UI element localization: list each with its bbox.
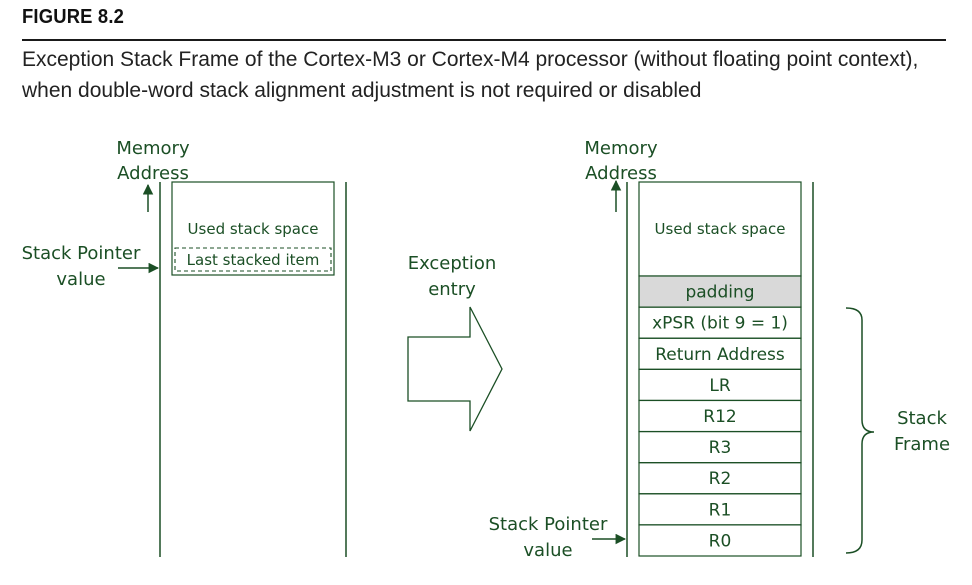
stack-cell-label-5: R3 xyxy=(709,438,732,458)
left-used-stack-block xyxy=(171,181,335,276)
left-address-label: Address xyxy=(117,163,189,184)
right-sp-label: Stack Pointer xyxy=(489,514,608,535)
stack-cell-label-8: R0 xyxy=(709,531,732,551)
left-used-stack-label: Used stack space xyxy=(188,220,319,238)
stack-cell-label-4: R12 xyxy=(703,407,736,427)
left-last-stacked-label: Last stacked item xyxy=(187,251,320,269)
entry-label: entry xyxy=(428,279,476,300)
left-panel: Memory Address Used stack space Last sta… xyxy=(22,138,347,557)
stack-cell-label-3: LR xyxy=(709,376,730,396)
left-memory-label: Memory xyxy=(116,138,190,159)
stack-cell-label-2: Return Address xyxy=(655,345,785,365)
right-sp-value-label: value xyxy=(523,540,572,561)
stack-frame-label: Stack xyxy=(897,408,947,429)
stack-cell-label-1: xPSR (bit 9 = 1) xyxy=(652,314,788,334)
stack-cell-label-0: padding xyxy=(685,283,754,303)
stack-cell-label-6: R2 xyxy=(709,469,732,489)
exception-entry: Exception entry xyxy=(407,253,503,432)
caption-rule xyxy=(22,39,946,41)
left-sp-value-label: value xyxy=(56,269,105,290)
stack-cell-label-7: R1 xyxy=(709,500,732,520)
left-sp-label: Stack Pointer xyxy=(22,243,141,264)
exception-entry-arrow-icon xyxy=(407,306,503,432)
exception-label: Exception xyxy=(408,253,497,274)
stack-frame-label-2: Frame xyxy=(894,434,950,455)
left-last-stacked-item xyxy=(174,247,332,272)
right-address-label: Address xyxy=(585,163,657,184)
stack-frame-brace xyxy=(845,307,875,554)
figure-caption: Exception Stack Frame of the Cortex-M3 o… xyxy=(22,48,919,102)
figure-label: FIGURE 8.2 xyxy=(22,6,125,28)
right-panel: Memory Address Used stack space padding x… xyxy=(489,138,950,561)
right-memory-label: Memory xyxy=(584,138,658,159)
stack-cell-0 xyxy=(638,275,802,308)
right-used-stack-label: Used stack space xyxy=(655,220,786,238)
stack-cell-8 xyxy=(638,524,802,557)
